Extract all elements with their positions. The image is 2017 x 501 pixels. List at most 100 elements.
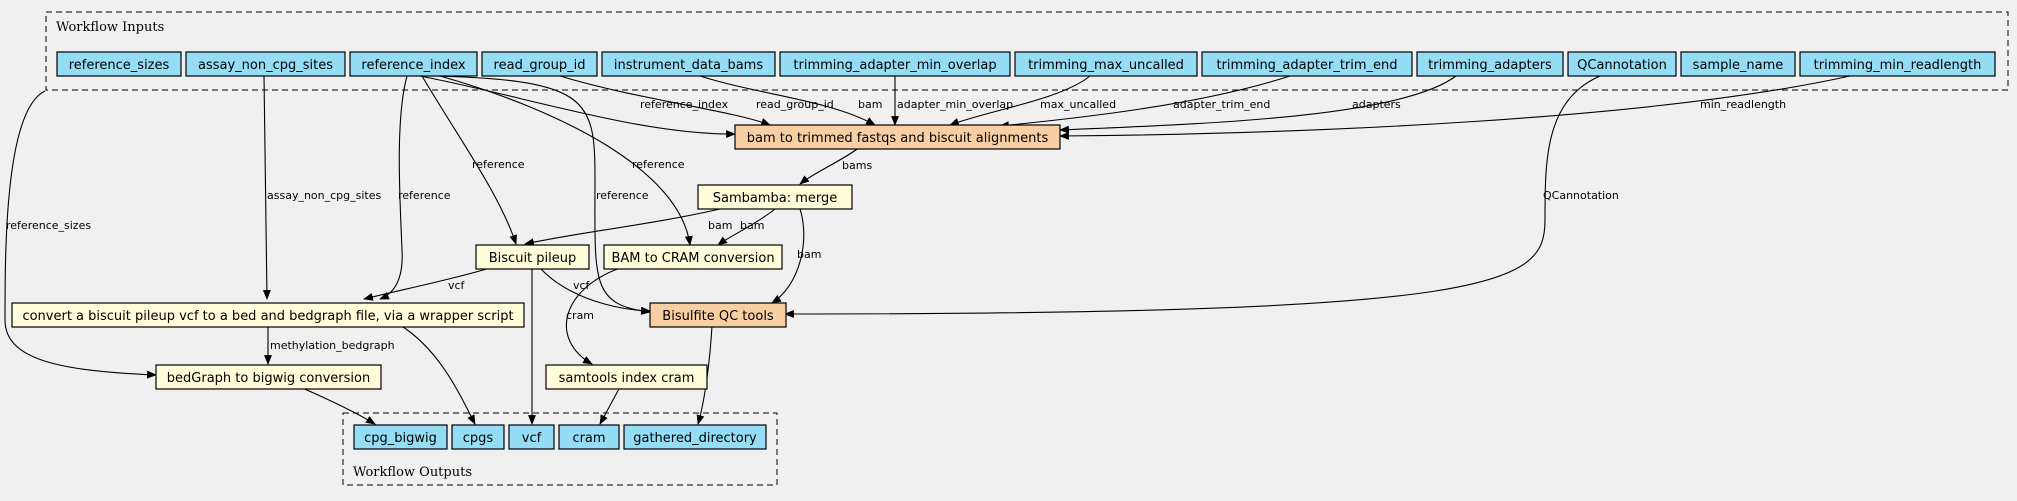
node-box-assay-non-cpg-sites	[185, 51, 346, 77]
edge-label-reference-pileup: reference	[472, 158, 525, 171]
workflow-inputs-label: Workflow Inputs	[56, 20, 164, 35]
node-label-biscuit-pileup: Biscuit pileup	[489, 251, 577, 266]
node-box-samtools-index	[545, 364, 708, 390]
edge-label-adapter-min-overlap: adapter_min_overlap	[897, 98, 1013, 111]
edge-read-group-id-to-bam-to-trimmed: read_group_id	[559, 75, 834, 126]
edge-label-min-readlength: min_readlength	[1700, 98, 1786, 111]
node-label-bam-to-trimmed: bam to trimmed fastqs and biscuit alignm…	[747, 131, 1049, 146]
edge-samtools-index-to-out-cram	[599, 386, 621, 425]
edge-bedgraph-to-bigwig-to-out-cpg-bigwig	[299, 386, 376, 425]
node-trimming-max-uncalled: trimming_max_uncalled	[1014, 51, 1198, 77]
node-bam-to-trimmed: bam to trimmed fastqs and biscuit alignm…	[734, 124, 1061, 150]
node-out-vcf: vcf	[508, 424, 555, 450]
edge-min-readlength-to-bam-to-trimmed: min_readlength	[1059, 75, 1851, 140]
node-label-trimming-adapters: trimming_adapters	[1428, 58, 1552, 73]
node-trimming-adapter-trim-end: trimming_adapter_trim_end	[1201, 51, 1413, 77]
edge-sambamba-to-bisulfite-qc: bam	[771, 208, 821, 304]
node-label-trimming-adapter-trim-end: trimming_adapter_trim_end	[1216, 58, 1397, 73]
edge-label-read-group-id: read_group_id	[756, 98, 834, 111]
node-box-out-vcf	[508, 424, 555, 450]
edge-label-adapters: adapters	[1352, 98, 1401, 111]
node-out-gathered: gathered_directory	[623, 424, 767, 450]
node-reference-index: reference_index	[349, 51, 478, 77]
node-label-read-group-id: read_group_id	[494, 58, 586, 73]
node-box-convert-pileup	[11, 302, 525, 328]
edge-sambamba-to-bam-to-cram: bam	[717, 208, 776, 246]
edge-label-max-uncalled: max_uncalled	[1040, 98, 1116, 111]
node-biscuit-pileup: Biscuit pileup	[475, 244, 590, 270]
node-trimming-adapters: trimming_adapters	[1416, 51, 1564, 77]
node-label-out-cram: cram	[572, 431, 605, 446]
node-label-bam-to-cram: BAM to CRAM conversion	[611, 251, 774, 266]
edge-label-reference-cram: reference	[632, 158, 685, 171]
edge-reference-index-to-bam-to-cram: reference	[439, 75, 693, 246]
workflow-outputs-cluster: Workflow Outputs	[342, 412, 778, 486]
node-label-bisulfite-qc: Bisulfite QC tools	[662, 309, 774, 324]
node-label-bedgraph-to-bigwig: bedGraph to bigwig conversion	[167, 371, 370, 386]
node-out-cpg-bigwig: cpg_bigwig	[353, 424, 448, 450]
edge-max-uncalled-to-bam-to-trimmed: max_uncalled	[949, 75, 1116, 126]
edge-label-assay-non-cpg-sites: assay_non_cpg_sites	[267, 189, 382, 202]
node-label-out-cpg-bigwig: cpg_bigwig	[364, 431, 437, 446]
edge-label-bams: bams	[842, 159, 872, 172]
edge-assay-non-cpg-sites-to-convert: assay_non_cpg_sites	[262, 75, 382, 300]
edge-label-qcannotation: QCannotation	[1543, 189, 1619, 202]
edge-label-bam-cram: bam	[740, 219, 764, 232]
edge-reference-index-to-biscuit-pileup: reference	[421, 75, 525, 245]
node-trimming-adapter-min-overlap: trimming_adapter_min_overlap	[779, 51, 1011, 77]
node-box-sambamba-merge	[697, 184, 853, 210]
node-label-reference-index: reference_index	[361, 58, 465, 73]
edge-reference-index-to-bisulfite-qc: reference	[434, 75, 651, 315]
node-label-instrument-data-bams: instrument_data_bams	[614, 58, 763, 73]
node-instrument-data-bams: instrument_data_bams	[601, 51, 776, 77]
edge-adapters-to-bam-to-trimmed: adapters	[1059, 75, 1457, 134]
edge-bam-to-cram-to-samtools-index: cram	[565, 267, 621, 365]
edge-qcannotation-to-bisulfite-qc: QCannotation	[784, 75, 1619, 318]
node-assay-non-cpg-sites: assay_non_cpg_sites	[185, 51, 346, 77]
node-label-assay-non-cpg-sites: assay_non_cpg_sites	[198, 58, 333, 73]
edge-instrument-data-bams-to-bam-to-trimmed: bam	[699, 75, 882, 126]
edge-adapter-min-overlap-to-bam-to-trimmed: adapter_min_overlap	[891, 76, 1013, 126]
node-bedgraph-to-bigwig: bedGraph to bigwig conversion	[155, 364, 382, 390]
node-box-out-cram	[558, 424, 620, 450]
edge-reference-sizes-to-bedgraph-to-bigwig: reference_sizes	[4, 90, 157, 379]
node-reference-sizes: reference_sizes	[56, 51, 182, 77]
node-box-QCannotation	[1567, 51, 1677, 77]
node-label-samtools-index: samtools index cram	[559, 371, 695, 386]
edge-label-bam-qc: bam	[797, 248, 821, 261]
edge-sambamba-to-biscuit-pileup: bam	[524, 208, 732, 246]
node-box-bam-to-trimmed	[734, 124, 1061, 150]
edge-label-methylation-bedgraph: methylation_bedgraph	[270, 339, 395, 352]
edge-convert-to-bedgraph-to-bigwig: methylation_bedgraph	[264, 325, 395, 365]
node-box-trimming-min-readlength	[1799, 51, 1996, 77]
node-convert-pileup: convert a biscuit pileup vcf to a bed an…	[11, 302, 525, 328]
node-out-cpgs: cpgs	[451, 424, 505, 450]
node-trimming-min-readlength: trimming_min_readlength	[1799, 51, 1996, 77]
edge-label-cram: cram	[566, 309, 594, 322]
node-label-sample-name: sample_name	[1693, 58, 1784, 73]
node-box-out-cpg-bigwig	[353, 424, 448, 450]
edge-label-adapter-trim-end: adapter_trim_end	[1173, 98, 1270, 111]
node-box-trimming-adapter-min-overlap	[779, 51, 1011, 77]
edge-label-reference-convert: reference	[398, 189, 451, 202]
edge-biscuit-pileup-to-convert: vcf	[363, 267, 491, 301]
node-QCannotation: QCannotation	[1567, 51, 1677, 77]
node-label-out-cpgs: cpgs	[463, 431, 494, 446]
node-box-out-cpgs	[451, 424, 505, 450]
node-box-bedgraph-to-bigwig	[155, 364, 382, 390]
edge-label-bam-pileup: bam	[708, 219, 732, 232]
node-label-out-vcf: vcf	[522, 431, 542, 446]
node-box-trimming-max-uncalled	[1014, 51, 1198, 77]
edge-biscuit-pileup-to-bisulfite-qc: vcf	[539, 267, 651, 315]
node-box-out-gathered	[623, 424, 767, 450]
node-label-trimming-max-uncalled: trimming_max_uncalled	[1028, 58, 1184, 73]
node-box-trimming-adapters	[1416, 51, 1564, 77]
edge-label-vcf-qc: vcf	[573, 279, 591, 292]
node-read-group-id: read_group_id	[481, 51, 598, 77]
node-box-trimming-adapter-trim-end	[1201, 51, 1413, 77]
node-sambamba-merge: Sambamba: merge	[697, 184, 853, 210]
node-label-out-gathered: gathered_directory	[633, 431, 757, 446]
node-sample-name: sample_name	[1680, 51, 1796, 77]
node-box-biscuit-pileup	[475, 244, 590, 270]
node-label-QCannotation: QCannotation	[1577, 58, 1667, 73]
